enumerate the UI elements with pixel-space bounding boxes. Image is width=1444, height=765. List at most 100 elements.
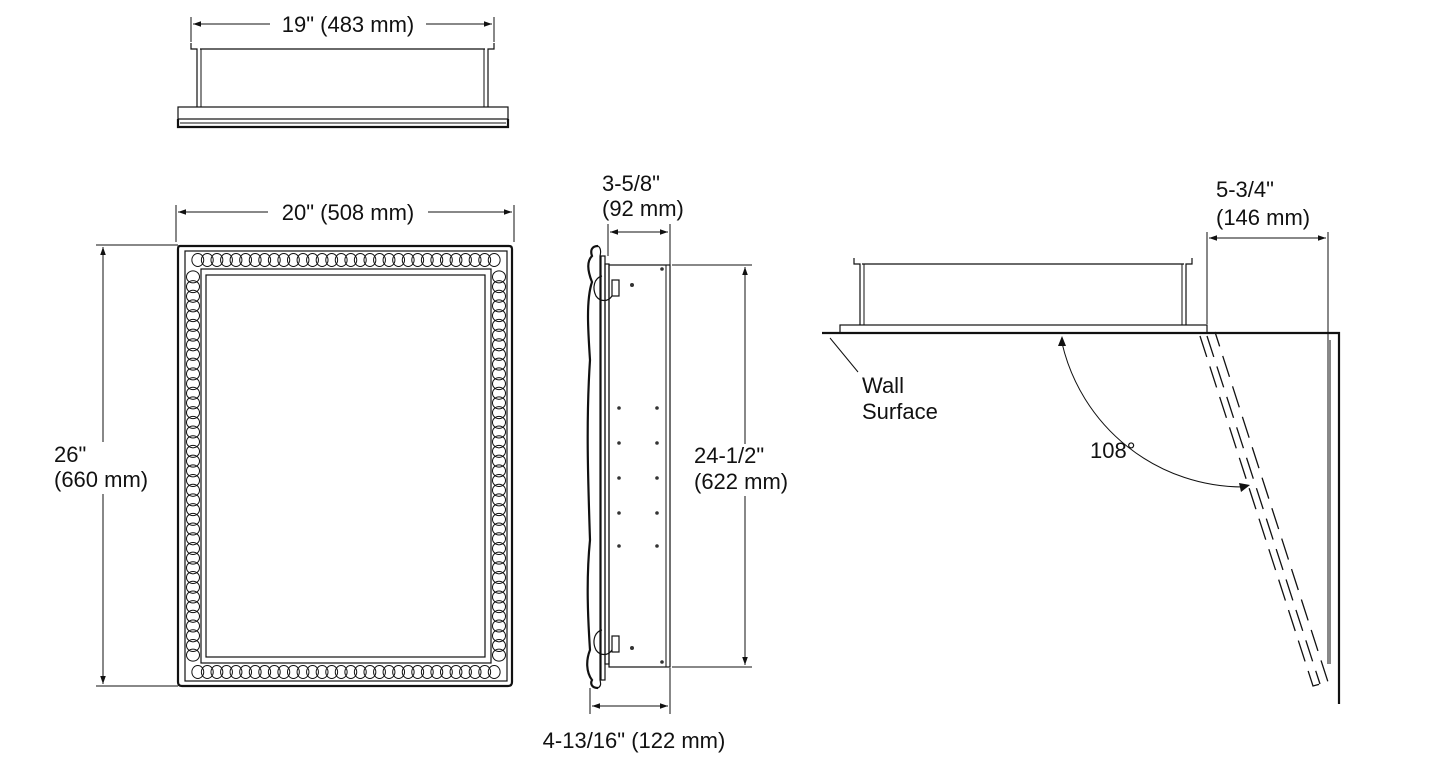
frame-bead <box>492 435 506 449</box>
frame-bead <box>191 665 205 679</box>
frame-bead <box>492 299 506 313</box>
frame-bead <box>492 464 506 478</box>
frame-bead <box>430 253 444 267</box>
frame-bead <box>492 406 506 420</box>
pin-hole <box>617 441 621 445</box>
frame-bead <box>186 444 200 458</box>
pin-hole <box>617 511 621 515</box>
frame-bead <box>186 512 200 526</box>
frame-bead <box>306 665 319 679</box>
frame-bead <box>186 309 200 323</box>
frame-bead <box>239 253 253 267</box>
front-height-label-mm: (660 mm) <box>54 467 148 492</box>
side-cabinet-body <box>608 264 671 668</box>
hinge-bottom-knuckle <box>593 629 613 656</box>
frame-bead <box>492 600 506 614</box>
frame-bead <box>492 532 506 546</box>
frame-bead <box>492 318 506 332</box>
top-width-label: 19" (483 mm) <box>282 12 415 37</box>
frame-bead <box>186 483 200 497</box>
side-hinge-top <box>593 275 634 302</box>
side-height-label-in: 24-1/2" <box>694 443 764 468</box>
frame-bead <box>363 253 377 267</box>
frame-bead <box>267 665 281 679</box>
frame-bead <box>411 253 425 267</box>
frame-bead <box>430 665 444 679</box>
frame-bead <box>492 503 506 517</box>
frame-bead <box>449 253 463 267</box>
frame-bead <box>468 253 482 267</box>
frame-bead <box>186 415 200 429</box>
frame-bead <box>492 619 506 633</box>
frame-bead <box>286 665 300 679</box>
frame-bead <box>186 386 200 400</box>
frame-bead <box>439 665 453 679</box>
pin-hole <box>655 476 659 480</box>
frame-bead <box>401 253 415 267</box>
frame-bead <box>344 665 358 679</box>
frame-bead <box>186 367 200 381</box>
frame-bead <box>286 253 300 267</box>
frame-bead <box>186 522 200 536</box>
frame-bead <box>306 253 319 267</box>
frame-bead <box>186 357 200 371</box>
frame-bead <box>492 270 506 284</box>
frame-bead <box>186 619 200 633</box>
frame-bead <box>492 347 506 361</box>
frame-bead <box>492 444 506 458</box>
frame-bead <box>492 648 506 662</box>
frame-bead <box>325 665 339 679</box>
hinge-bottom-screw <box>630 646 634 650</box>
door-angle-arrow-start <box>1058 336 1066 346</box>
pin-hole <box>660 660 664 664</box>
frame-bead <box>401 665 415 679</box>
frame-bead <box>200 253 214 267</box>
frame-bead <box>492 425 506 439</box>
frame-bead <box>492 415 506 429</box>
frame-bead <box>186 270 200 284</box>
top-view-door-frame <box>176 119 510 129</box>
frame-bead <box>186 299 200 313</box>
frame-bead <box>392 665 406 679</box>
frame-bead <box>492 561 506 575</box>
frame-bead <box>191 253 205 267</box>
frame-bead <box>200 665 214 679</box>
frame-bead <box>373 665 386 679</box>
frame-bead <box>411 665 425 679</box>
frame-bead <box>492 280 506 294</box>
frame-bead <box>186 318 200 332</box>
top-view-door <box>177 106 509 120</box>
frame-bead <box>186 580 200 594</box>
front-view: 20" (508 mm) 26" (660 mm) <box>54 200 515 688</box>
frame-bead <box>258 665 272 679</box>
wall-surface-label-line2: Surface <box>862 399 938 424</box>
frame-bead <box>420 665 434 679</box>
frame-bead <box>186 435 200 449</box>
frame-bead <box>492 638 506 653</box>
frame-bead <box>186 590 200 604</box>
frame-bead <box>492 483 506 497</box>
hinge-top-knuckle <box>593 275 613 302</box>
frame-bead <box>492 396 506 410</box>
frame-bead <box>267 253 281 267</box>
wall-surface-leader <box>829 337 859 373</box>
swing-cabinet-flange <box>839 324 1208 334</box>
front-width-label: 20" (508 mm) <box>282 200 415 225</box>
frame-bead <box>492 570 506 585</box>
frame-bead <box>186 600 200 614</box>
pin-hole <box>655 406 659 410</box>
frame-bead <box>186 629 200 643</box>
frame-bead <box>420 253 434 267</box>
frame-bead <box>334 253 348 267</box>
frame-bead <box>186 541 200 556</box>
hinge-top-plate <box>611 279 620 297</box>
frame-bead <box>439 253 453 267</box>
frame-bead <box>492 289 506 303</box>
frame-bead <box>186 377 200 391</box>
frame-bead <box>186 347 200 361</box>
side-total-depth-label: 4-13/16" (122 mm) <box>543 728 726 753</box>
frame-bead <box>492 328 506 342</box>
side-door-frame-back <box>597 245 602 689</box>
swing-box-left-wall <box>853 258 861 325</box>
hinge-bottom-plate <box>611 635 620 653</box>
